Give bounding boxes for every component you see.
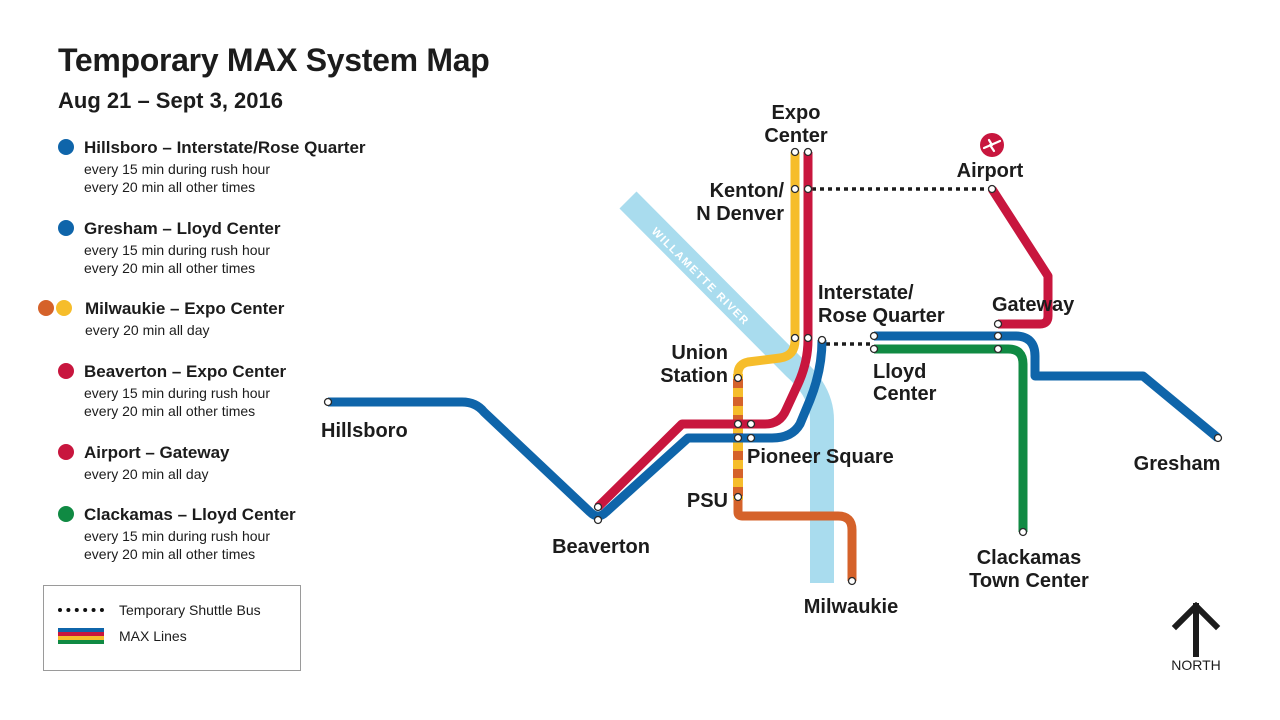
station-label-kenton-line2: N Denver (696, 203, 784, 225)
station-label-psu: PSU (687, 490, 728, 512)
station-dot-airport (987, 184, 997, 194)
station-label-interstate-line2: Rose Quarter (818, 305, 945, 327)
route-frequency: every 20 min all day (84, 466, 209, 482)
route-color-dot (58, 220, 74, 236)
station-dot-pioneer-mall-2 (733, 433, 743, 443)
airplane-icon (980, 133, 1004, 157)
route-color-dot (58, 444, 74, 460)
route-name: Gresham – Lloyd Center (84, 219, 281, 238)
station-label-kenton-line1: Kenton/ (710, 180, 785, 202)
route-color-dot (56, 300, 72, 316)
map-legend: Temporary Shuttle Bus MAX Lines (43, 585, 301, 671)
station-dot-union-station (733, 373, 743, 383)
yellow-line (733, 152, 800, 375)
station-label-clackamas-line2: Town Center (969, 570, 1089, 592)
station-dot-gresham (1213, 433, 1223, 443)
station-dot-gateway-red (993, 319, 1003, 329)
station-dot-expo-yellow (790, 147, 800, 157)
red-line-airport (988, 186, 1053, 329)
station-dot-beaverton-blue (593, 515, 603, 525)
station-dot-gateway-blue (993, 331, 1003, 341)
map-date-range: Aug 21 – Sept 3, 2016 (58, 88, 283, 113)
station-dot-milwaukie (847, 576, 857, 586)
route-color-dot (58, 506, 74, 522)
station-label-beaverton: Beaverton (552, 536, 650, 558)
station-label-gateway: Gateway (992, 294, 1075, 316)
route-color-dot (38, 300, 54, 316)
station-label-union-line1: Union (671, 342, 728, 364)
station-dot-psu (733, 492, 743, 502)
station-dot-kenton-yellow (790, 184, 800, 194)
route-name: Milwaukie – Expo Center (85, 299, 285, 318)
map-title: Temporary MAX System Map (58, 42, 490, 78)
station-dot-beaverton-red (593, 502, 603, 512)
legend-shuttle-label: Temporary Shuttle Bus (119, 602, 261, 618)
blue-line-west (328, 339, 827, 521)
station-label-interstate-line1: Interstate/ (818, 282, 914, 304)
north-label: NORTH (1171, 657, 1221, 673)
station-dot-interstate-yellow (790, 333, 800, 343)
green-line (874, 344, 1028, 532)
station-dot-hillsboro (323, 397, 333, 407)
route-gresham-lloyd: Gresham – Lloyd Center every 15 min duri… (58, 219, 388, 279)
station-dot-expo-red (803, 147, 813, 157)
station-dot-lloyd-green (869, 344, 879, 354)
legend-shuttle: Temporary Shuttle Bus (58, 602, 261, 618)
station-label-union-line2: Station (660, 365, 728, 387)
station-dot-interstate-red (803, 333, 813, 343)
station-dot-gateway-green (993, 344, 1003, 354)
north-arrow-icon (1171, 602, 1221, 657)
station-label-lloyd-line1: Lloyd (873, 361, 926, 383)
station-label-clackamas-line1: Clackamas (977, 547, 1082, 569)
legend-max-lines: MAX Lines (58, 628, 187, 644)
station-dot-pioneer-blue (746, 433, 756, 443)
station-dot-pioneer-mall-1 (733, 419, 743, 429)
station-label-lloyd-line2: Center (873, 383, 937, 405)
orange-line (733, 500, 857, 581)
station-label-expo-line1: Expo (772, 102, 821, 124)
route-beaverton-expo: Beaverton – Expo Center every 15 min dur… (58, 362, 388, 422)
route-color-dot (58, 363, 74, 379)
route-name: Clackamas – Lloyd Center (84, 505, 296, 524)
legend-max-label: MAX Lines (119, 628, 187, 644)
station-dot-kenton-red (803, 184, 813, 194)
station-label-milwaukie: Milwaukie (804, 596, 898, 618)
station-label-hillsboro: Hillsboro (321, 420, 408, 442)
station-label-gresham: Gresham (1134, 453, 1221, 475)
blue-line-east (874, 331, 1221, 442)
route-frequency: every 20 min all day (85, 322, 210, 338)
route-name: Hillsboro – Interstate/Rose Quarter (84, 138, 366, 157)
station-label-airport: Airport (957, 160, 1024, 182)
route-hillsboro-interstate: Hillsboro – Interstate/Rose Quarter ever… (58, 138, 388, 198)
route-color-dot (58, 139, 74, 155)
red-line (594, 152, 813, 511)
route-name: Airport – Gateway (84, 443, 230, 462)
station-markers (323, 147, 1223, 586)
station-dot-interstate-blue (817, 335, 827, 345)
station-label-pioneer-square: Pioneer Square (747, 446, 894, 468)
shuttle-line-swatch (58, 608, 104, 612)
station-label-expo-line2: Center (764, 125, 828, 147)
route-clackamas-lloyd: Clackamas – Lloyd Center every 15 min du… (58, 505, 388, 565)
station-dot-clackamas (1018, 527, 1028, 537)
route-name: Beaverton – Expo Center (84, 362, 287, 381)
max-lines-swatch (58, 628, 104, 644)
station-dot-lloyd-blue (869, 331, 879, 341)
river-label: WILLAMETTE RIVER (649, 226, 751, 328)
route-milwaukie-expo: Milwaukie – Expo Center every 20 min all… (38, 299, 368, 343)
station-dot-pioneer-red (746, 419, 756, 429)
route-airport-gateway: Airport – Gateway every 20 min all day (58, 443, 388, 487)
